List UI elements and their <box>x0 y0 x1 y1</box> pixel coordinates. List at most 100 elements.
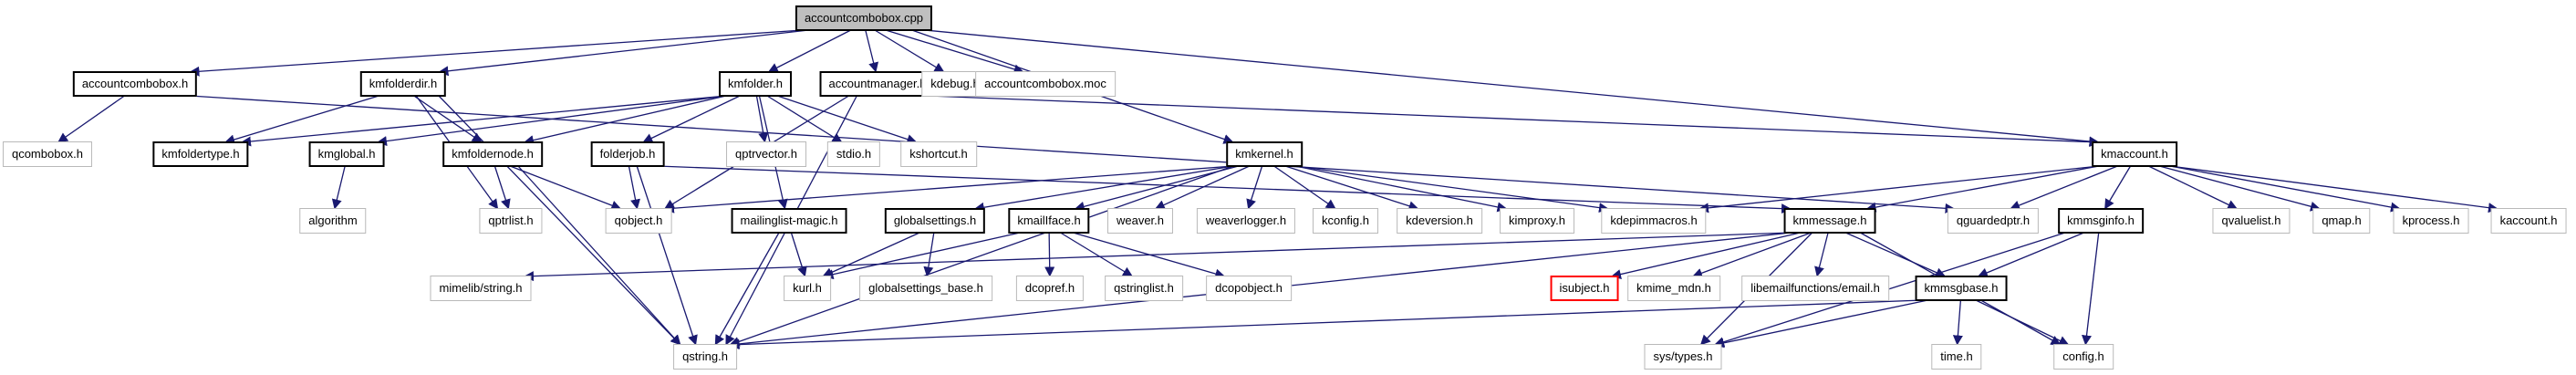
edge-kmkernel.h-to-kmailIface.h <box>1074 165 1239 212</box>
edge-kmfolder.h-to-qptrvector.h <box>755 95 769 143</box>
edge-kmkernel.h-to-kconfig.h <box>1273 165 1336 210</box>
edge-kmaccount.h-to-qvaluelist.h <box>2148 165 2238 210</box>
edge-accountcombobox.cpp-to-kmfolder.h <box>767 29 852 73</box>
graph-node-qstring-h: qstring.h <box>673 344 737 370</box>
edge-kmfolder.h-to-kmfoldernode.h <box>524 95 727 146</box>
edge-accountcombobox.cpp-to-accountcombobox.moc <box>885 29 1024 75</box>
graph-node-kmfolder-h[interactable]: kmfolder.h <box>719 71 792 97</box>
edge-kmfolder.h-to-stdio.h <box>766 95 843 143</box>
edge-kmailIface.h-to-qstringlist.h <box>1060 232 1133 277</box>
graph-node-qmap-h: qmap.h <box>2312 208 2371 234</box>
edge-kmfolderdir.h-to-kmfoldernode.h <box>413 95 483 143</box>
edge-mailinglist-magic.h-to-kurl.h <box>790 232 807 277</box>
graph-node-algorithm: algorithm <box>299 208 367 234</box>
edge-kmglobal.h-to-algorithm <box>331 165 346 210</box>
graph-node-isubject-h[interactable]: isubject.h <box>1550 276 1619 301</box>
edge-kmmsginfo.h-to-config.h <box>2082 232 2100 346</box>
edge-kmfolder.h-to-kmfoldertype.h <box>240 95 727 147</box>
edge-folderjob.h-to-qstring.h <box>636 165 698 346</box>
graph-node-kmaccount-h[interactable]: kmaccount.h <box>2092 141 2177 167</box>
graph-node-sys-types-h: sys/types.h <box>1644 344 1722 370</box>
edge-kmaccount.h-to-kmmsginfo.h <box>2103 165 2132 210</box>
graph-node-qguardedptr-h: qguardedptr.h <box>1947 208 2040 234</box>
edge-kmfolderdir.h-to-kmfoldertype.h <box>224 95 379 145</box>
edge-accountcombobox.cpp-to-accountmanager.h <box>865 29 879 73</box>
edge-kmailIface.h-to-dcopref.h <box>1044 232 1055 277</box>
graph-node-qvaluelist-h: qvaluelist.h <box>2212 208 2290 234</box>
edge-kmailIface.h-to-dcopobject.h <box>1073 232 1226 279</box>
graph-node-libemailfunctions-email-h: libemailfunctions/email.h <box>1741 276 1889 301</box>
graph-node-accountmanager-h[interactable]: accountmanager.h <box>819 71 936 97</box>
graph-node-kshortcut-h: kshortcut.h <box>900 141 977 167</box>
edge-kmkernel.h-to-weaver.h <box>1154 165 1250 210</box>
graph-node-kaccount-h: kaccount.h <box>2490 208 2567 234</box>
edge-kmkernel.h-to-kimproxy.h <box>1294 165 1508 213</box>
graph-node-accountcombobox-h[interactable]: accountcombobox.h <box>72 71 198 97</box>
edge-kmkernel.h-to-weaverlogger.h <box>1246 165 1263 210</box>
graph-node-kmglobal-h[interactable]: kmglobal.h <box>308 141 385 167</box>
graph-node-weaver-h: weaver.h <box>1106 208 1174 234</box>
edge-kmmessage.h-to-libemailfunctions/email.h <box>1814 232 1829 277</box>
graph-node-kmmessage-h[interactable]: kmmessage.h <box>1783 208 1876 234</box>
edge-kmmessage.h-to-mimelib/string.h <box>523 232 1792 282</box>
graph-node-kmailiface-h[interactable]: kmailIface.h <box>1008 208 1090 234</box>
edge-accountmanager.h-to-kmaccount.h <box>928 95 2100 148</box>
edge-kmaccount.h-to-kaccount.h <box>2169 165 2499 214</box>
edge-kmmessage.h-to-isubject.h <box>1610 232 1801 280</box>
graph-node-accountcombobox-cpp: accountcombobox.cpp <box>795 5 933 31</box>
graph-node-kprocess-h: kprocess.h <box>2393 208 2469 234</box>
graph-node-qptrvector-h: qptrvector.h <box>726 141 806 167</box>
graph-node-dcopref-h: dcopref.h <box>1015 276 1085 301</box>
edge-globalsettings.h-to-kurl.h <box>822 232 920 277</box>
edge-kmkernel.h-to-qobject.h <box>663 165 1234 214</box>
graph-node-kimproxy-h: kimproxy.h <box>1500 208 1574 234</box>
edge-accountcombobox.cpp-to-kdebug.h <box>874 29 945 73</box>
edge-kmaccount.h-to-kmmessage.h <box>1865 165 2100 213</box>
graph-node-kmfoldertype-h[interactable]: kmfoldertype.h <box>152 141 249 167</box>
graph-node-config-h: config.h <box>2053 344 2114 370</box>
graph-node-kmime-mdn-h: kmime_mdn.h <box>1627 276 1720 301</box>
graph-node-kmmsginfo-h[interactable]: kmmsginfo.h <box>2058 208 2144 234</box>
edge-kmmsgbase.h-to-time.h <box>1952 299 1963 346</box>
edge-kmfolder.h-to-kshortcut.h <box>776 95 918 144</box>
graph-node-kmfoldernode-h[interactable]: kmfoldernode.h <box>442 141 543 167</box>
graph-node-globalsettings-h[interactable]: globalsettings.h <box>884 208 986 234</box>
edge-kmmsginfo.h-to-kmmsgbase.h <box>1977 232 2084 278</box>
graph-node-qobject-h: qobject.h <box>605 208 672 234</box>
edge-kmaccount.h-to-kdepimmacros.h <box>1698 165 2100 214</box>
graph-node-accountcombobox-moc: accountcombobox.moc <box>975 71 1116 97</box>
graph-node-kconfig-h: kconfig.h <box>1312 208 1379 234</box>
edge-kmmsgbase.h-to-sys/types.h <box>1713 299 1928 349</box>
graph-node-kmkernel-h[interactable]: kmkernel.h <box>1226 141 1303 167</box>
graph-node-stdio-h: stdio.h <box>826 141 881 167</box>
edge-kmaccount.h-to-qmap.h <box>2159 165 2322 212</box>
graph-node-mailinglist-magic-h[interactable]: mailinglist-magic.h <box>731 208 847 234</box>
edge-kmfolder.h-to-kmglobal.h <box>376 95 727 147</box>
graph-node-kmmsgbase-h[interactable]: kmmsgbase.h <box>1915 276 2008 301</box>
graph-node-weaverlogger-h: weaverlogger.h <box>1196 208 1296 234</box>
graph-node-kmfolderdir-h[interactable]: kmfolderdir.h <box>359 71 447 97</box>
edge-mailinglist-magic.h-to-qstring.h <box>714 232 780 346</box>
edge-kmaccount.h-to-qguardedptr.h <box>2010 165 2118 211</box>
edge-accountcombobox.cpp-to-accountcombobox.h <box>189 29 804 77</box>
edge-kmfolder.h-to-folderjob.h <box>642 95 741 143</box>
edge-kmkernel.h-to-globalsettings.h <box>973 165 1234 213</box>
edge-kmkernel.h-to-kdepimmacros.h <box>1294 165 1610 214</box>
edge-folderjob.h-to-qobject.h <box>628 165 640 210</box>
graph-node-time-h: time.h <box>1931 344 1982 370</box>
edge-kmailIface.h-to-kurl.h <box>823 232 1021 280</box>
edge-kmmsgbase.h-to-qstring.h <box>729 299 1923 350</box>
graph-node-qcombobox-h: qcombobox.h <box>2 141 93 167</box>
graph-node-qstringlist-h: qstringlist.h <box>1105 276 1183 301</box>
edge-kmfoldernode.h-to-qobject.h <box>509 165 622 211</box>
edge-kmaccount.h-to-kprocess.h <box>2169 165 2402 213</box>
graph-node-folderjob-h[interactable]: folderjob.h <box>590 141 665 167</box>
graph-node-qptrlist-h: qptrlist.h <box>479 208 543 234</box>
edge-kmfoldernode.h-to-qstring.h <box>517 165 681 346</box>
edge-accountcombobox.h-to-qcombobox.h <box>57 95 125 143</box>
edge-kmmessage.h-to-kmmsgbase.h <box>1845 232 1947 277</box>
edge-kmmsgbase.h-to-config.h <box>1975 299 2070 346</box>
edge-globalsettings.h-to-globalsettings_base.h <box>923 232 935 277</box>
